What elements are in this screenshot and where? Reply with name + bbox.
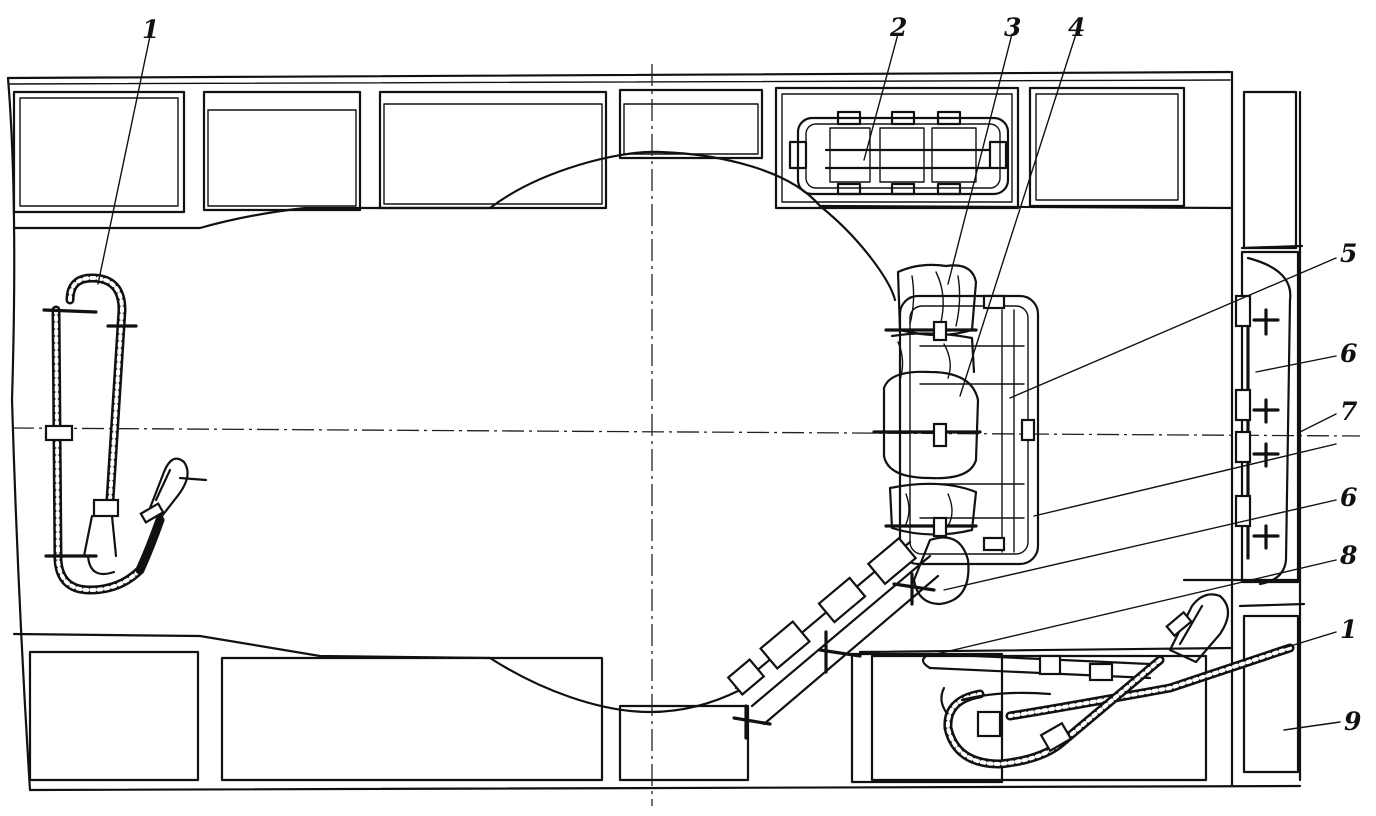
top-hatch-row (12, 86, 1186, 214)
item-3-4-5-cluster (872, 263, 1040, 566)
item-2-fixture (788, 110, 1010, 196)
label-2: 2 (889, 13, 907, 42)
callout-labels: 1 2 3 4 5 6 7 6 8 1 9 (142, 13, 1361, 736)
label-8: 8 (1339, 541, 1357, 570)
central-turntable (488, 150, 897, 714)
label-6-top: 6 (1340, 339, 1357, 368)
diagonal-arm (726, 536, 970, 740)
label-3: 3 (1004, 13, 1021, 42)
item-6-7-rack (1182, 244, 1304, 586)
label-9: 9 (1344, 707, 1361, 736)
center-lines (11, 64, 1361, 806)
label-6-bottom: 6 (1340, 483, 1357, 512)
deck-outline (6, 70, 1302, 792)
label-5: 5 (1340, 239, 1357, 268)
label-4: 4 (1068, 13, 1085, 42)
item-9-column (1238, 90, 1306, 782)
item-1-left-sling (42, 273, 208, 595)
label-7: 7 (1340, 397, 1358, 426)
label-1-right: 1 (1340, 615, 1357, 644)
label-1-left: 1 (142, 15, 159, 44)
leader-lines (97, 33, 1341, 731)
item-8-1-right-sling (921, 593, 1295, 769)
